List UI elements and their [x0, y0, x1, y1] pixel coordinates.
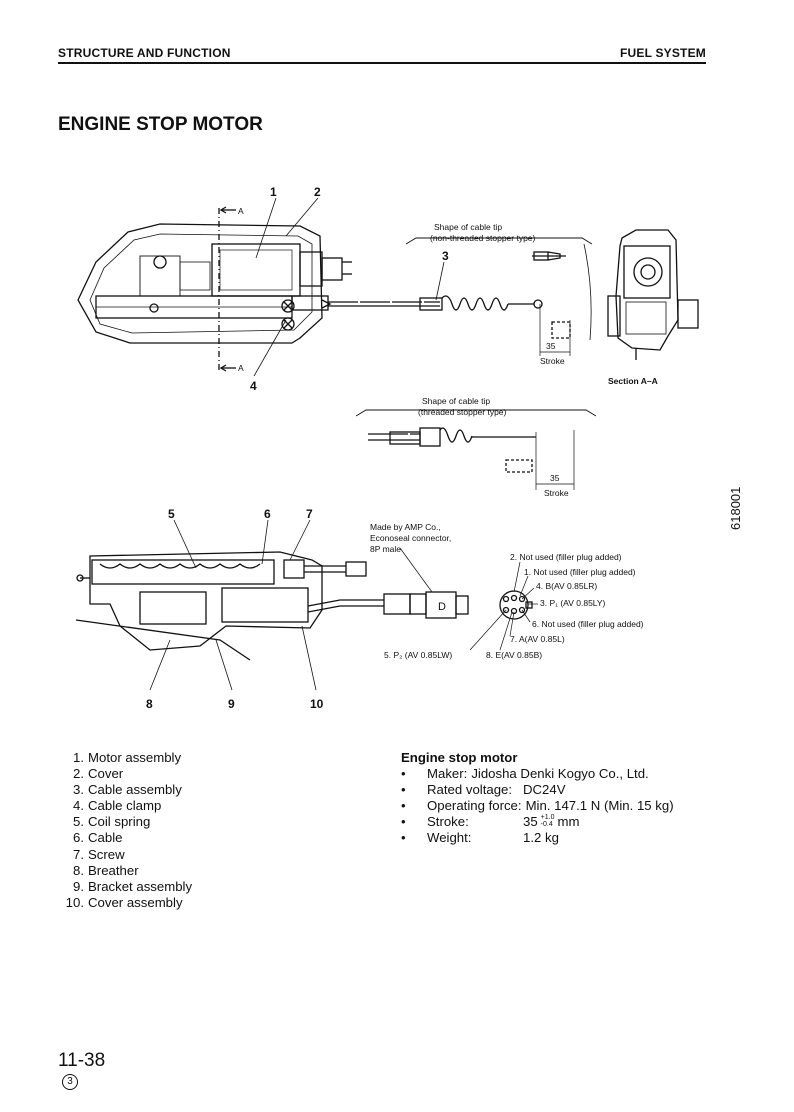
cover-outline [77, 223, 323, 344]
list-item: 5.Coil spring [73, 814, 151, 830]
stroke-value-bottom: 35 [550, 473, 560, 483]
pin-4: 4. B(AV 0.85LR) [536, 581, 597, 591]
header-rule [58, 62, 706, 64]
engine-stop-motor-diagram: 1 2 3 4 5 6 7 8 9 10 A A Shape of cable … [75, 185, 699, 711]
pin-6: 6. Not used (filler plug added) [532, 619, 644, 629]
spec-force: •Operating force:Min. 147.1 N (Min. 15 k… [401, 798, 674, 814]
cable-tip-1-line1: Shape of cable tip [434, 222, 502, 232]
stroke-value-top: 35 [546, 341, 556, 351]
section-view [615, 229, 679, 351]
header-section: STRUCTURE AND FUNCTION [58, 46, 231, 60]
specifications: Engine stop motor •Maker:Jidosha Denki K… [401, 750, 741, 847]
section-marker-top: A [238, 206, 244, 216]
callout-2: 2 [314, 185, 321, 199]
list-item: 1.Motor assembly [73, 750, 182, 765]
connector-note-2: Econoseal connector, [370, 533, 451, 543]
connector-letter: D [438, 601, 446, 613]
coil-spring [99, 563, 261, 569]
section-label: Section A–A [608, 376, 658, 386]
section-marker-bottom: A [238, 363, 244, 373]
cable-tip-1-line2: (non-threaded stopper type) [430, 233, 536, 243]
figure-code: 618001 [728, 486, 743, 530]
list-item: 6.Cable [73, 830, 123, 846]
parts-list: 1.Motor assembly 2.Cover 3.Cable assembl… [58, 750, 358, 911]
page-title: ENGINE STOP MOTOR [58, 114, 263, 135]
pin-5: 5. P₂ (AV 0.85LW) [384, 650, 452, 660]
callout-8: 8 [146, 697, 153, 711]
callout-3: 3 [442, 249, 449, 263]
list-item: 2.Cover [73, 766, 124, 782]
pin-3: 3. P₁ (AV 0.85LY) [540, 598, 606, 608]
callout-10: 10 [310, 697, 324, 711]
pin-2: 2. Not used (filler plug added) [510, 552, 622, 562]
connector-note-3: 8P male [370, 544, 401, 554]
list-item: 10.Cover assembly [65, 894, 183, 910]
revision-mark: 3 [62, 1074, 78, 1090]
spec-maker: •Maker:Jidosha Denki Kogyo Co., Ltd. [401, 766, 649, 782]
list-item: 9.Bracket assembly [73, 878, 193, 894]
header-chapter: FUEL SYSTEM [620, 46, 706, 60]
pin-8: 8. E(AV 0.85B) [486, 650, 542, 660]
page-number: 11-38 [58, 1050, 106, 1071]
pin-1: 1. Not used (filler plug added) [524, 567, 636, 577]
callout-9: 9 [228, 697, 235, 711]
side-view-body [89, 551, 323, 651]
cable-bellows [441, 295, 509, 311]
specs-title: Engine stop motor [401, 750, 518, 765]
cable-tip-2-line2: (threaded stopper type) [418, 407, 507, 417]
list-item: 8.Breather [73, 862, 139, 878]
callout-6: 6 [264, 507, 271, 521]
cable-tip-2-line1: Shape of cable tip [422, 396, 490, 406]
stroke-label-top: Stroke [540, 356, 565, 366]
callout-7: 7 [306, 507, 313, 521]
list-item: 7.Screw [73, 846, 125, 862]
motor-body [211, 243, 301, 297]
callout-4: 4 [250, 379, 257, 393]
spec-weight: •Weight:1.2 kg [401, 830, 559, 846]
callout-5: 5 [168, 507, 175, 521]
list-item: 4.Cable clamp [73, 798, 162, 814]
spec-voltage: •Rated voltage:DC24V [401, 782, 566, 798]
pin-7: 7. A(AV 0.85L) [510, 634, 565, 644]
stroke-label-bottom: Stroke [544, 488, 569, 498]
callout-1: 1 [270, 185, 277, 199]
list-item: 3.Cable assembly [73, 782, 182, 798]
connector-note-1: Made by AMP Co., [370, 522, 441, 532]
